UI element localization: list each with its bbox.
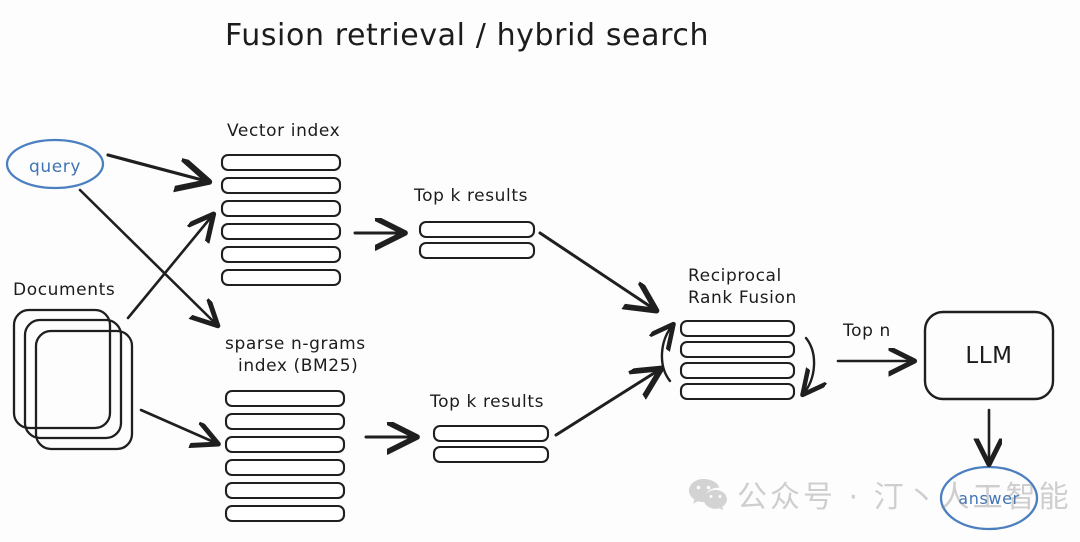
sparse-index-bar: [224, 458, 346, 477]
document-sheet-middle: [23, 318, 123, 440]
rrf-label-line1: Reciprocal: [688, 266, 782, 286]
topk-vector-label: Top k results: [413, 186, 528, 206]
vector-index-label: Vector index: [227, 121, 340, 141]
rrf-bar: [679, 340, 796, 359]
sparse-index-bar: [224, 435, 346, 454]
documents-label: Documents: [13, 280, 115, 300]
vector-index-bar: [220, 222, 342, 241]
node-topk-sparse[interactable]: Top k results: [429, 392, 550, 464]
node-documents[interactable]: Documents: [12, 280, 134, 451]
vector-index-bar: [220, 153, 342, 172]
node-llm[interactable]: LLM: [923, 310, 1055, 401]
query-label: query: [29, 157, 81, 177]
rrf-loop-arrow-left: [662, 326, 672, 383]
vector-index-bar: [220, 176, 342, 195]
topk-vector-bar: [418, 220, 536, 239]
sparse-index-bar: [224, 389, 346, 408]
rrf-bar: [679, 382, 796, 401]
answer-label: answer: [958, 489, 1019, 508]
topk-sparse-bar: [432, 424, 550, 443]
edge-label-top-n: Top n: [842, 321, 891, 341]
sparse-index-label-line1: sparse n-grams: [225, 334, 366, 354]
edge-query-to-sparse-index: [78, 188, 216, 324]
topk-sparse-label: Top k results: [429, 392, 544, 412]
topk-sparse-bar: [432, 445, 550, 464]
vector-index-bar: [220, 199, 342, 218]
sparse-index-bar: [224, 504, 346, 523]
node-topk-vector[interactable]: Top k results: [413, 186, 536, 260]
node-sparse-index[interactable]: sparse n-grams index (BM25): [224, 334, 366, 523]
edge-query-to-vector-index: [106, 153, 206, 181]
rrf-bar: [679, 361, 796, 380]
node-vector-index[interactable]: Vector index: [220, 121, 342, 287]
document-sheet-front: [34, 329, 134, 451]
rrf-label-line2: Rank Fusion: [688, 288, 797, 308]
sparse-index-label-line2: index (BM25): [238, 356, 358, 376]
edge-documents-to-vector-index: [126, 216, 212, 320]
vector-index-bar: [220, 245, 342, 264]
edge-topk-sparse-to-rrf: [554, 370, 659, 437]
vector-index-bar: [220, 268, 342, 287]
document-sheet-back: [12, 308, 112, 430]
sparse-index-bar: [224, 412, 346, 431]
diagram-title: Fusion retrieval / hybrid search: [225, 18, 709, 53]
rrf-bar: [679, 319, 796, 338]
edge-documents-to-sparse-index: [139, 408, 216, 443]
sparse-index-bar: [224, 481, 346, 500]
edge-topk-vector-to-rrf: [538, 231, 654, 309]
node-rrf[interactable]: Reciprocal Rank Fusion: [662, 266, 814, 401]
rrf-loop-arrow-right: [804, 336, 814, 393]
node-answer[interactable]: answer: [939, 465, 1039, 531]
query-ellipse: [5, 138, 105, 190]
llm-box: [923, 310, 1055, 401]
topk-vector-bar: [418, 241, 536, 260]
node-query[interactable]: query: [5, 138, 105, 190]
llm-label: LLM: [965, 343, 1012, 369]
